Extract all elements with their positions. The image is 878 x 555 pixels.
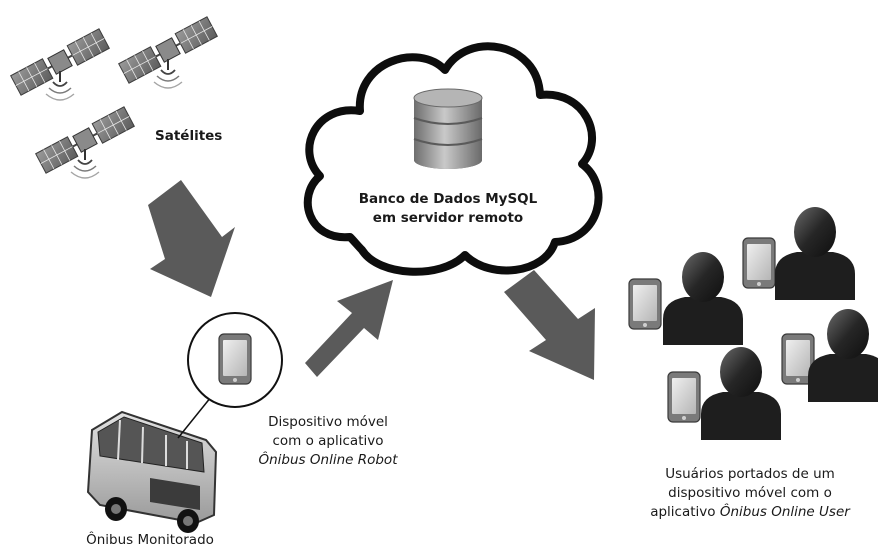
users-label-prefix: aplicativo [650,504,720,520]
device-label-app-name: Ônibus Online Robot [258,452,398,468]
phone-icon-robot [218,333,252,385]
bus-icon [86,410,218,533]
person-icon-1 [663,252,743,345]
arrow-device-to-cloud [305,280,393,377]
device-label-line1: Dispositivo móvel [268,414,388,430]
device-label-line2: com o aplicativo [272,433,384,449]
bus-label: Ônibus Monitorado [86,532,214,548]
users-label-line1: Usuários portados de um [665,466,835,482]
users-label-line3: aplicativo Ônibus Online User [630,503,870,521]
satellite-icon-2 [117,15,219,90]
database-label-line2: em servidor remoto [372,210,524,226]
arrow-satellites-to-device [148,180,235,297]
arrow-cloud-to-users [504,270,595,380]
phone-icon-user-3 [667,371,701,423]
database-label-line1: Banco de Dados MySQL [358,191,538,207]
phone-icon-user-2 [742,237,776,289]
satellite-icon-3 [34,105,136,179]
person-icon-2 [775,207,855,300]
phone-icon-user-1 [628,278,662,330]
users-label-line2: dispositivo móvel com o [668,485,832,501]
person-icon-3 [701,347,781,440]
users-label-app-name: Ônibus Online User [719,504,850,520]
database-icon [413,88,483,169]
person-icon-4 [808,309,878,402]
satellites-label: Satélites [155,128,223,144]
satellite-icon-1 [9,27,111,102]
